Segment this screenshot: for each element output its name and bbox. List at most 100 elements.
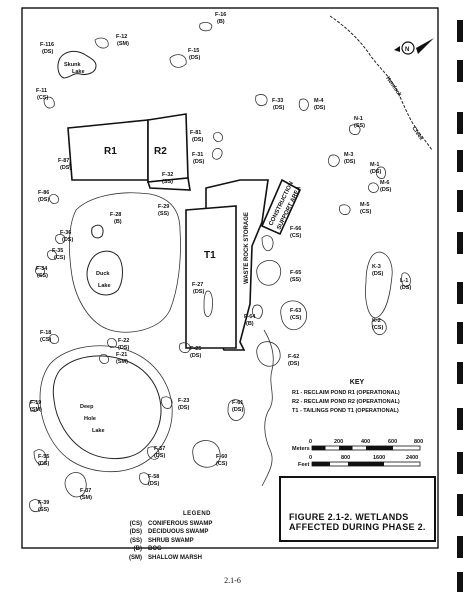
wetland-f22 bbox=[107, 338, 117, 348]
label-f11-type: (CS) bbox=[37, 95, 48, 101]
legend: LEGEND (CS)CONIFEROUS SWAMP (DS)DECIDUOU… bbox=[104, 510, 290, 562]
label-m3-type: (DS) bbox=[344, 159, 355, 165]
label-f64-id: F-64 bbox=[244, 314, 256, 320]
scale-ft-800: 800 bbox=[341, 455, 350, 461]
label-f27-id: F-27 bbox=[192, 282, 203, 288]
duck-lake-label-2: Lake bbox=[98, 283, 111, 289]
label-f81-id: F-81 bbox=[190, 130, 201, 136]
label-f55-id: F-55 bbox=[38, 454, 49, 460]
label-f61-id: F-61 bbox=[232, 400, 243, 406]
deep-hole-shoreline bbox=[39, 345, 173, 472]
label-f34-type: (SS) bbox=[37, 273, 48, 279]
construction-support-area bbox=[260, 178, 302, 236]
binder-tab bbox=[457, 190, 463, 212]
label-f87-type: (DS) bbox=[60, 165, 71, 171]
wetland-f11 bbox=[43, 96, 55, 109]
scale-m-600: 600 bbox=[388, 439, 397, 445]
label-f39-id: F-39 bbox=[38, 500, 49, 506]
binder-tab bbox=[457, 232, 463, 254]
legend-text: BOG bbox=[148, 546, 162, 552]
binder-tab bbox=[457, 408, 463, 430]
wetland-labels: F-16 (B) F-116 (DS) F-12 (SM) F-15 (DS) … bbox=[30, 12, 411, 513]
wetland-f16 bbox=[199, 22, 213, 32]
label-f32-type: (SS) bbox=[162, 179, 173, 185]
scale-m-200: 200 bbox=[334, 439, 343, 445]
r2-label: R2 bbox=[154, 146, 167, 157]
wetland-f65 bbox=[256, 260, 282, 286]
legend-text: CONIFEROUS SWAMP bbox=[148, 520, 213, 527]
wetland-f62 bbox=[256, 341, 281, 367]
binder-tab bbox=[457, 362, 463, 384]
label-f37-type: (SM) bbox=[80, 495, 92, 501]
wetland-f58 bbox=[139, 472, 150, 485]
binder-tab bbox=[457, 282, 463, 304]
wetland-f63 bbox=[280, 300, 308, 331]
label-f18-type: (CS) bbox=[40, 337, 51, 343]
label-f64-type: (B) bbox=[246, 321, 254, 327]
label-f65-type: (SS) bbox=[290, 277, 301, 283]
label-f19-id: F-19 bbox=[30, 400, 41, 406]
legend-text: DECIDUOUS SWAMP bbox=[148, 529, 209, 535]
deep-hole-label-2: Hole bbox=[84, 416, 96, 422]
label-f29-id: F-29 bbox=[158, 204, 169, 210]
label-f62-type: (DS) bbox=[288, 361, 299, 367]
label-f16-type: (B) bbox=[217, 19, 225, 25]
f32-parcel bbox=[146, 177, 191, 191]
wetland-n1 bbox=[349, 124, 361, 135]
label-f31-type: (DS) bbox=[193, 159, 204, 165]
label-k2-id: K-2 bbox=[372, 318, 381, 324]
label-f25-id: F-25 bbox=[190, 346, 201, 352]
label-f33-type: (DS) bbox=[273, 105, 284, 111]
scale-m-800: 800 bbox=[414, 439, 423, 445]
scale-feet-label: Feet bbox=[298, 462, 309, 468]
duck-lake-shoreline bbox=[68, 192, 181, 333]
wetland-f33 bbox=[255, 94, 268, 106]
key-item: T1 - TAILINGS POND T1 (OPERATIONAL) bbox=[292, 408, 399, 414]
label-n1-type: (SS) bbox=[354, 123, 365, 129]
label-l1-type: (DS) bbox=[400, 285, 411, 291]
skunk-lake-label-2: Lake bbox=[72, 69, 85, 75]
label-f61-type: (DS) bbox=[232, 407, 243, 413]
deep-hole-lake bbox=[52, 355, 162, 459]
page-number: 2.1-6 bbox=[224, 576, 241, 585]
wetland-f35 bbox=[47, 250, 57, 260]
wetland-f66 bbox=[261, 235, 274, 252]
label-m4-id: M-4 bbox=[314, 98, 324, 104]
duck-lake-label-1: Duck bbox=[96, 271, 110, 277]
label-f63-id: F-63 bbox=[290, 308, 301, 314]
wetland-f36 bbox=[55, 234, 66, 244]
key-item: R1 - RECLAIM POND R1 (OPERATIONAL) bbox=[292, 390, 400, 396]
wetland-f15 bbox=[169, 54, 187, 68]
scale-ft-1600: 1600 bbox=[373, 455, 385, 461]
label-f27-type: (DS) bbox=[193, 289, 204, 295]
legend-code: (DS) bbox=[129, 529, 142, 535]
scale-ft-2400: 2400 bbox=[406, 455, 418, 461]
wetland-f86 bbox=[49, 194, 59, 204]
binder-tab bbox=[457, 536, 463, 558]
label-f28-id: F-28 bbox=[110, 212, 121, 218]
scale-ft-0: 0 bbox=[309, 455, 312, 461]
label-f86-type: (DS) bbox=[38, 197, 49, 203]
label-f12-type: (SM) bbox=[117, 41, 129, 47]
binder-tab bbox=[457, 150, 463, 172]
legend-code: (SM) bbox=[129, 554, 142, 561]
label-m4-type: (DS) bbox=[314, 105, 325, 111]
label-f25-type: (DS) bbox=[190, 353, 201, 359]
wetland-f64 bbox=[252, 304, 263, 319]
label-f57-id: F-57 bbox=[154, 446, 165, 452]
label-m5-id: M-5 bbox=[360, 202, 369, 208]
label-f18-id: F-18 bbox=[40, 330, 51, 336]
label-f60-id: F-60 bbox=[216, 454, 227, 460]
scale-bars: Meters 0 200 400 600 800 Feet 0 800 1600… bbox=[292, 439, 423, 468]
tailings-pond-t1 bbox=[185, 205, 237, 349]
label-f65-id: F-65 bbox=[290, 270, 301, 276]
label-f55-type: (DS) bbox=[38, 461, 49, 467]
wetland-f18 bbox=[49, 334, 59, 344]
wetland-m6 bbox=[368, 182, 379, 193]
scale-m-400: 400 bbox=[361, 439, 370, 445]
wetland-m5 bbox=[339, 204, 351, 215]
wetland-f34 bbox=[35, 266, 45, 276]
binder-tab bbox=[457, 20, 463, 42]
label-f16-id: F-16 bbox=[215, 12, 226, 18]
